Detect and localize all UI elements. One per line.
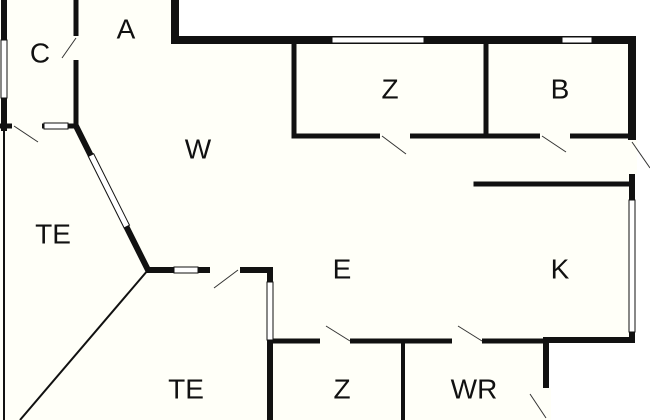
room-label-te-2: TE <box>168 373 204 404</box>
room-label-e: E <box>333 253 352 284</box>
room-label-te: TE <box>35 218 71 249</box>
door-swing-te <box>213 269 239 289</box>
door-swing-bottom-right <box>529 393 547 419</box>
room-label-a: A <box>117 13 136 44</box>
room-label-k: K <box>551 253 570 284</box>
room-label-wr: WR <box>451 373 498 404</box>
door-gap-z2 <box>320 337 350 346</box>
window-c-south <box>43 122 69 130</box>
door-swing-c-south <box>13 125 39 143</box>
room-label-z: Z <box>381 73 398 104</box>
door-swing-c <box>61 37 77 59</box>
window-c-west <box>0 39 8 99</box>
door-gap-te <box>210 266 240 275</box>
door-swing-b <box>541 135 567 153</box>
room-label-z-2: Z <box>333 373 350 404</box>
wall-z-b-block <box>291 39 635 139</box>
door-swing-z2 <box>325 325 351 342</box>
window-z-top <box>331 36 425 44</box>
window-b-top <box>561 36 593 44</box>
door-gap-wr <box>452 337 482 346</box>
floor-area <box>0 0 632 420</box>
door-gap-c-south <box>12 122 42 131</box>
window-te-top <box>173 266 199 274</box>
door-swing-top-right <box>631 141 650 169</box>
room-label-b: B <box>551 73 570 104</box>
door-gap-z <box>380 132 410 141</box>
door-gap-b <box>540 132 570 141</box>
room-label-w: W <box>185 133 212 164</box>
door-gap-bottom-right <box>542 388 551 420</box>
window-te-right <box>266 281 274 341</box>
door-gap-top-right <box>628 140 637 174</box>
door-swing-wr <box>457 325 483 342</box>
door-gap-c <box>72 36 81 60</box>
door-swing-z <box>381 135 407 155</box>
window-diagonal <box>87 152 131 229</box>
wall-te-divider <box>19 269 149 420</box>
room-label-c: C <box>30 37 50 68</box>
window-k-east <box>628 199 636 333</box>
